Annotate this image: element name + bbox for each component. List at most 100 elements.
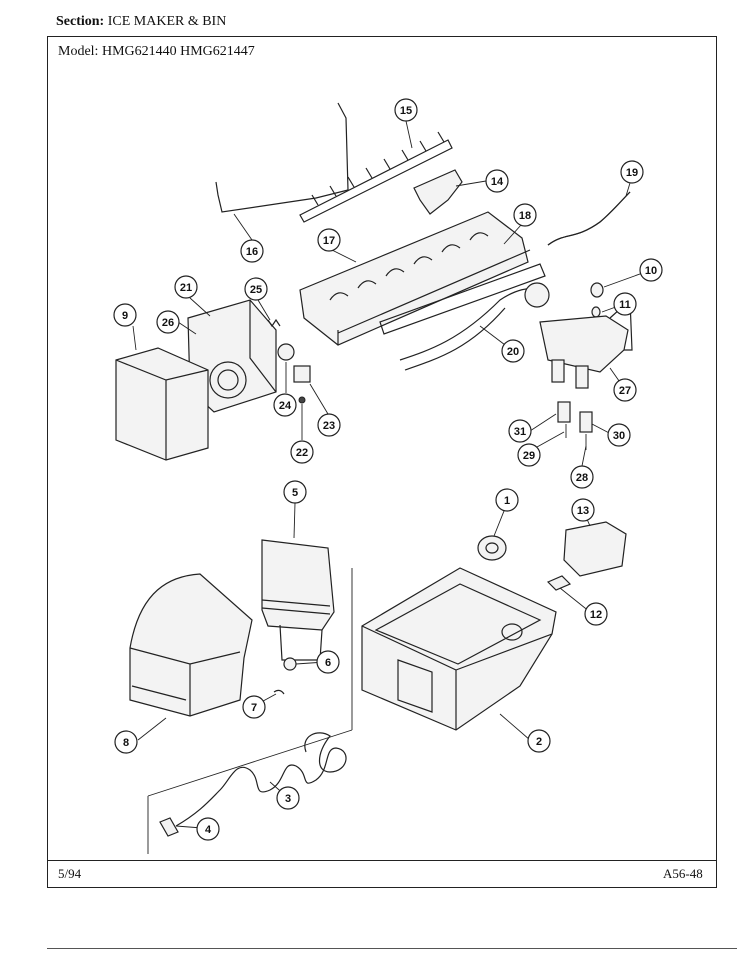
svg-text:18: 18	[519, 210, 531, 222]
model-label: Model:	[58, 44, 99, 59]
footer-page-code: A56-48	[663, 866, 703, 881]
svg-text:4: 4	[205, 824, 212, 836]
callout-18: 18	[513, 203, 537, 227]
part-17-ice-mold	[299, 211, 531, 346]
part-5-dispenser	[261, 539, 335, 661]
callout-4: 4	[196, 817, 220, 841]
callout-5: 5	[283, 480, 307, 504]
part-19-fill-tube	[547, 191, 631, 246]
svg-text:5: 5	[292, 487, 298, 499]
footer-rule	[47, 860, 717, 861]
svg-text:23: 23	[323, 420, 335, 432]
callout-10: 10	[639, 258, 663, 282]
svg-text:6: 6	[325, 657, 331, 669]
svg-text:3: 3	[285, 793, 291, 805]
part-22-screw	[298, 396, 306, 404]
diagram-frame	[47, 36, 717, 888]
svg-text:13: 13	[577, 505, 589, 517]
callout-15: 15	[394, 98, 418, 122]
callout-6: 6	[316, 650, 340, 674]
svg-text:31: 31	[514, 426, 526, 438]
callout-11: 11	[613, 292, 637, 316]
part-23-switch	[293, 365, 311, 383]
svg-text:20: 20	[507, 346, 519, 358]
svg-text:19: 19	[626, 167, 638, 179]
part-2-ice-bin	[361, 567, 557, 731]
callout-29: 29	[517, 443, 541, 467]
callout-31: 31	[508, 419, 532, 443]
callout-30: 30	[607, 423, 631, 447]
callout-24: 24	[273, 393, 297, 417]
part-14-bracket	[413, 169, 463, 215]
callout-13: 13	[571, 498, 595, 522]
part-15-ejector	[299, 131, 453, 223]
svg-text:14: 14	[491, 176, 504, 188]
callout-27: 27	[613, 378, 637, 402]
callout-20: 20	[501, 339, 525, 363]
page-bottom-rule	[47, 948, 737, 949]
callout-2: 2	[527, 729, 551, 753]
callout-12: 12	[584, 602, 608, 626]
part-16-shutoff-arm	[215, 102, 349, 213]
part-6-nut	[283, 657, 297, 671]
section-label: Section:	[56, 14, 105, 29]
svg-text:2: 2	[536, 736, 542, 748]
section-value: ICE MAKER & BIN	[107, 14, 227, 29]
svg-text:27: 27	[619, 385, 631, 397]
callout-9: 9	[113, 303, 137, 327]
model-numbers: HMG621440 HMG621447	[101, 44, 255, 59]
callout-26: 26	[156, 310, 180, 334]
svg-text:7: 7	[251, 702, 257, 714]
svg-text:22: 22	[296, 447, 308, 459]
callout-16: 16	[240, 239, 264, 263]
callout-28: 28	[570, 465, 594, 489]
callout-22: 22	[290, 440, 314, 464]
svg-text:16: 16	[246, 246, 258, 258]
svg-text:24: 24	[279, 400, 292, 412]
svg-text:25: 25	[250, 284, 262, 296]
svg-text:21: 21	[180, 282, 192, 294]
part-3-auger	[175, 732, 347, 827]
part-1-bearing	[477, 535, 507, 561]
part-20-heater	[379, 263, 550, 371]
svg-text:28: 28	[576, 472, 588, 484]
svg-text:11: 11	[619, 299, 631, 311]
part-8-chute	[129, 573, 253, 717]
part-9-cover	[115, 347, 209, 461]
part-27-water-valve	[539, 298, 633, 389]
svg-text:9: 9	[122, 310, 128, 322]
part-25-spring	[267, 318, 281, 328]
callout-3: 3	[276, 786, 300, 810]
callout-8: 8	[114, 730, 138, 754]
callouts: 15 14 19 18 17 16 10 11 21 25 9 26 20 27…	[113, 98, 663, 841]
svg-text:10: 10	[645, 265, 657, 277]
part-12-clip	[546, 575, 572, 591]
callout-17: 17	[317, 228, 341, 252]
svg-text:12: 12	[590, 609, 602, 621]
footer-date: 5/94	[58, 866, 82, 881]
section-header: Section: ICE MAKER & BIN	[56, 14, 226, 30]
part-30-fitting	[579, 411, 593, 433]
callout-21: 21	[174, 275, 198, 299]
part-7-clip	[273, 689, 285, 695]
callout-14: 14	[485, 169, 509, 193]
part-11-grommet	[591, 306, 601, 318]
svg-text:30: 30	[613, 430, 625, 442]
model-line: Model: HMG621440 HMG621447	[58, 44, 255, 60]
svg-text:15: 15	[400, 105, 412, 117]
svg-text:29: 29	[523, 450, 535, 462]
callout-25: 25	[244, 277, 268, 301]
part-24-gear	[277, 343, 295, 361]
svg-text:8: 8	[123, 737, 129, 749]
svg-text:17: 17	[323, 235, 335, 247]
callout-19: 19	[620, 160, 644, 184]
svg-text:1: 1	[504, 495, 510, 507]
part-31-fitting	[557, 401, 571, 423]
svg-text:26: 26	[162, 317, 174, 329]
part-4-drive	[159, 817, 179, 837]
part-10-grommet	[590, 282, 604, 298]
callout-7: 7	[242, 695, 266, 719]
part-13-bin-switch	[563, 521, 627, 577]
callout-1: 1	[495, 488, 519, 512]
